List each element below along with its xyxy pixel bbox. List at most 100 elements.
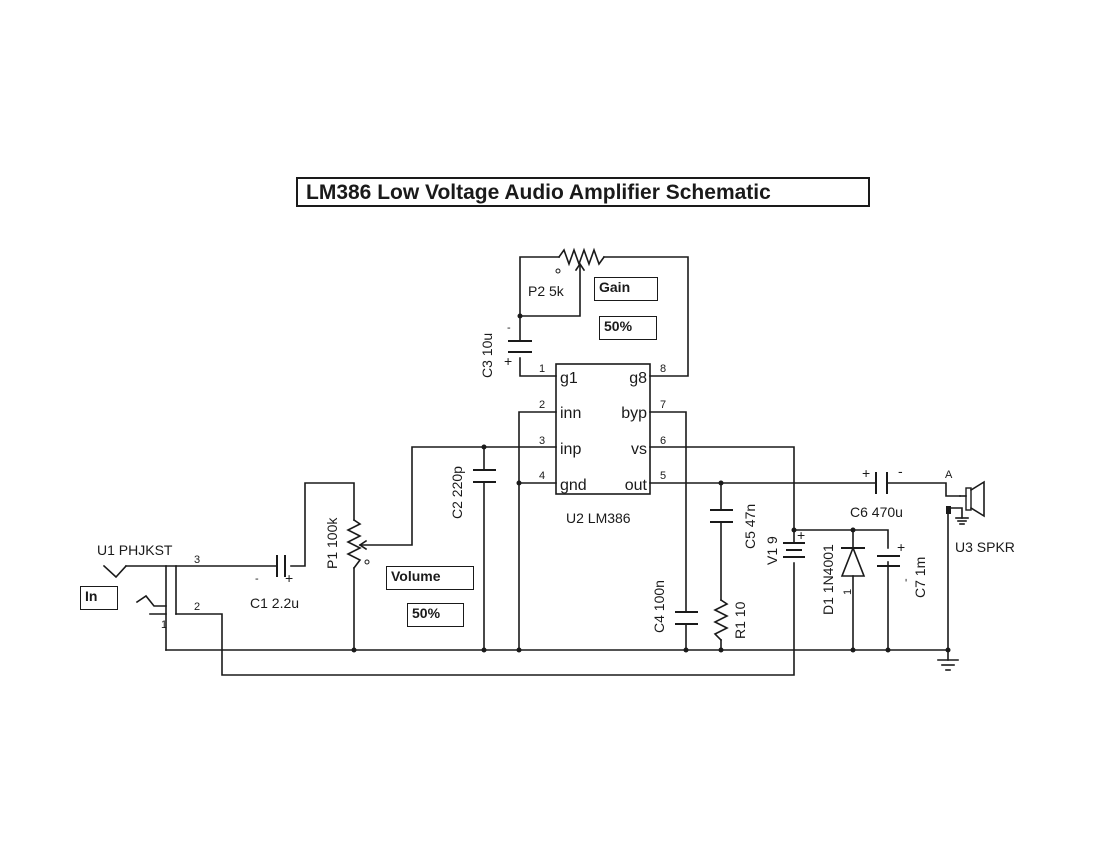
schematic-title: LM386 Low Voltage Audio Amplifier Schema… — [306, 181, 771, 204]
c7-ref: C7 1m — [912, 557, 928, 598]
p1-volume-pot[interactable]: P1 100k — [324, 517, 370, 570]
u2-pin2-name: inn — [560, 405, 581, 422]
junction-dot — [850, 527, 856, 533]
u1-pin3: 3 — [194, 554, 200, 566]
u3-pin-a: A — [945, 469, 953, 481]
input-label: In — [85, 588, 98, 604]
wire-pin7-c4 — [649, 411, 687, 613]
gain-label: Gain — [599, 279, 631, 295]
u2-pin1-num: 1 — [539, 363, 545, 375]
v1-ref: V1 9 — [764, 536, 780, 565]
p2-wiper-arrow — [574, 262, 586, 272]
wire-p2-pin8 — [603, 256, 689, 377]
u3-speaker[interactable]: A U3 SPKR — [945, 469, 1015, 555]
p2-ref: P2 5k — [528, 283, 565, 299]
jack-tip-icon — [102, 564, 128, 579]
u2-pin6-num: 6 — [660, 435, 666, 447]
c7-neg-sign: - — [900, 578, 912, 582]
junction-dot — [516, 480, 522, 486]
volume-label-box[interactable]: Volume — [386, 566, 474, 590]
u3-ref: U3 SPKR — [955, 539, 1015, 555]
gain-value-box[interactable]: 50% — [599, 316, 657, 340]
junctions — [351, 313, 951, 653]
volume-value: 50% — [412, 605, 441, 621]
wire-v1-return — [175, 562, 795, 676]
u2-lm386-chip[interactable]: g1 inn inp gnd g8 byp vs out 1 2 3 4 8 7… — [539, 363, 666, 526]
r1-resistor-zigzag — [713, 598, 729, 642]
wire-pin2-gnd — [518, 411, 557, 651]
u1-input-jack[interactable]: U1 PHJKST 3 2 1 — [97, 542, 200, 631]
c1-neg-sign: - — [255, 573, 259, 585]
wire-pin1-c3 — [519, 357, 557, 377]
junction-dot — [885, 647, 891, 653]
junction-dot — [850, 647, 856, 653]
input-label-box[interactable]: In — [80, 586, 118, 610]
r1-resistor[interactable]: R1 10 — [713, 598, 748, 642]
c5-capacitor[interactable]: C5 47n — [710, 504, 758, 549]
u2-pin8-name: g8 — [629, 370, 647, 387]
junction-dot — [683, 647, 689, 653]
junction-dot — [351, 647, 357, 653]
junction-dot — [945, 647, 951, 653]
p1-ref: P1 100k — [324, 517, 340, 569]
p2-gain-pot[interactable]: P2 5k — [528, 247, 606, 299]
r1-ref: R1 10 — [732, 601, 748, 639]
d1-ref: D1 1N4001 — [820, 544, 836, 615]
junction-dot — [481, 647, 487, 653]
u1-pin2: 2 — [194, 601, 200, 613]
title-box: LM386 Low Voltage Audio Amplifier Schema… — [296, 177, 870, 207]
junction-dot — [791, 527, 797, 533]
p1-resistor-zigzag — [346, 518, 362, 570]
u2-pin4-name: gnd — [560, 477, 587, 494]
p2-wiper-pos-marker — [555, 268, 561, 274]
jack-ring-icon — [135, 594, 167, 607]
d1-triangle — [840, 545, 866, 577]
u1-ref: U1 PHJKST — [97, 542, 173, 558]
p1-wiper-pos-marker — [364, 559, 370, 565]
v1-battery[interactable]: + V1 9 — [764, 527, 805, 565]
p2-resistor-zigzag — [557, 247, 606, 267]
wire-p2-left — [519, 256, 560, 317]
c3-neg-sign: - — [507, 322, 511, 334]
speaker-cone-icon — [969, 480, 985, 518]
c6-capacitor[interactable]: + - C6 470u — [850, 463, 903, 520]
wires — [125, 256, 961, 676]
c6-pos-sign: + — [862, 465, 870, 481]
d1-pin: 1 — [842, 589, 854, 595]
u1-pin1: 1 — [161, 619, 167, 631]
junction-dot — [517, 313, 523, 319]
c3-ref: C3 10u — [479, 333, 495, 378]
u2-pin3-num: 3 — [539, 435, 545, 447]
c3-capacitor[interactable]: - + C3 10u — [479, 322, 532, 378]
p1-wiper-arrow — [358, 539, 368, 551]
ground-symbol — [937, 659, 959, 671]
c6-neg-sign: - — [898, 463, 903, 479]
c1-capacitor[interactable]: - + C1 2.2u — [250, 555, 299, 611]
u2-body — [555, 363, 651, 495]
wire-c6-spkr — [886, 482, 961, 497]
u2-pin4-num: 4 — [539, 470, 545, 482]
u2-pin7-num: 7 — [660, 399, 666, 411]
ground-bus — [165, 649, 949, 661]
c6-ref: C6 470u — [850, 504, 903, 520]
gain-label-box[interactable]: Gain — [594, 277, 658, 301]
c4-capacitor[interactable]: C4 100n — [651, 580, 698, 633]
u2-pin3-name: inp — [560, 441, 581, 458]
junction-dot — [516, 647, 522, 653]
wire-p2-wiper — [519, 264, 581, 317]
u2-pin8-num: 8 — [660, 363, 666, 375]
speaker-lead-gnd — [947, 507, 963, 519]
d1-diode[interactable]: 1 D1 1N4001 — [820, 544, 866, 615]
c1-ref: C1 2.2u — [250, 595, 299, 611]
u2-pin5-name: out — [625, 477, 648, 494]
c4-ref: C4 100n — [651, 580, 667, 633]
junction-dot — [718, 647, 724, 653]
u2-ref: U2 LM386 — [566, 510, 631, 526]
c7-capacitor[interactable]: + - C7 1m — [877, 539, 928, 598]
v1-pos-sign: + — [797, 527, 805, 543]
c2-capacitor[interactable]: C2 220p — [449, 466, 496, 519]
volume-value-box[interactable]: 50% — [407, 603, 464, 627]
gain-value: 50% — [604, 318, 633, 334]
u2-pin2-num: 2 — [539, 399, 545, 411]
